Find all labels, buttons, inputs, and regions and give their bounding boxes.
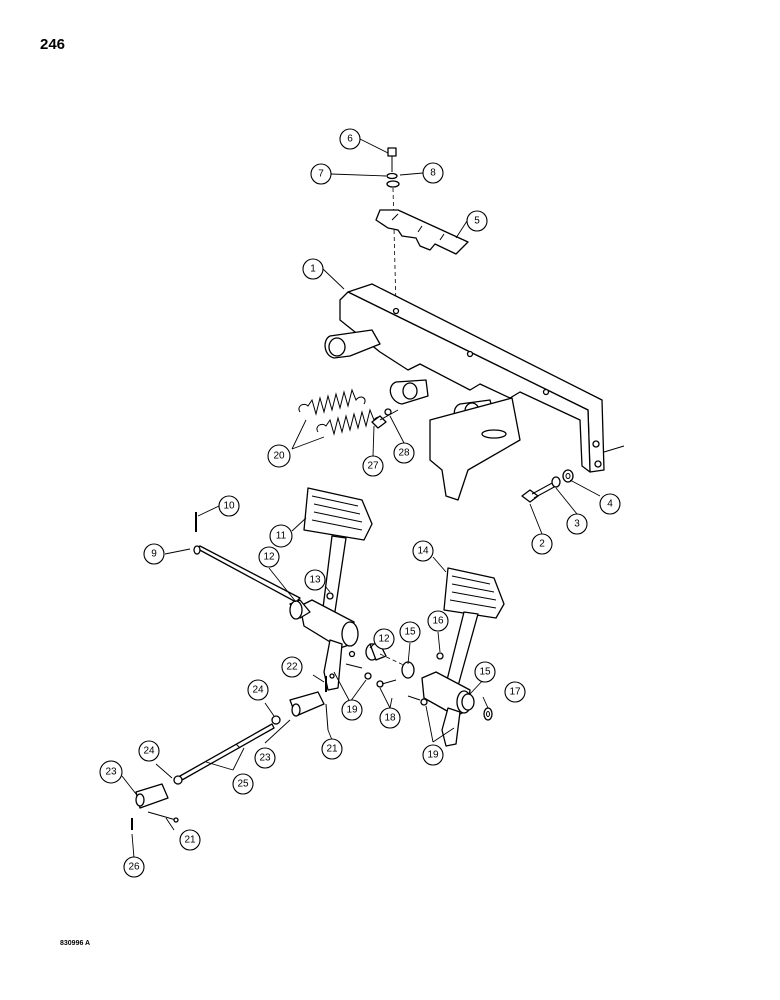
callout-5: 5	[466, 210, 488, 232]
callout-25: 25	[232, 773, 254, 795]
svg-text:24: 24	[143, 746, 155, 757]
svg-text:15: 15	[479, 667, 491, 678]
svg-text:12: 12	[263, 552, 275, 563]
svg-text:5: 5	[474, 216, 480, 227]
callout-8: 8	[422, 162, 444, 184]
svg-text:17: 17	[509, 687, 521, 698]
callout-21-lower: 21	[179, 829, 201, 851]
svg-text:19: 19	[346, 705, 358, 716]
callout-18: 18	[379, 707, 401, 729]
callout-22: 22	[281, 656, 303, 678]
callout-21-upper: 21	[321, 738, 343, 760]
svg-text:16: 16	[432, 616, 444, 627]
svg-text:9: 9	[151, 549, 157, 560]
svg-text:23: 23	[259, 753, 271, 764]
svg-text:7: 7	[318, 169, 324, 180]
callout-15-right: 15	[474, 661, 496, 683]
shaft-9	[193, 545, 301, 603]
svg-text:21: 21	[184, 835, 196, 846]
svg-text:13: 13	[309, 575, 321, 586]
bolt-18	[345, 650, 428, 706]
svg-text:28: 28	[398, 448, 410, 459]
callout-27: 27	[362, 455, 384, 477]
svg-text:8: 8	[430, 168, 436, 179]
callout-23-lower: 23	[99, 760, 123, 784]
pedal-14	[421, 567, 505, 747]
callout-24-upper: 24	[247, 679, 269, 701]
springs-20	[298, 388, 384, 436]
bolt-6	[386, 147, 400, 309]
callout-14: 14	[412, 540, 434, 562]
svg-text:2: 2	[539, 539, 545, 550]
clevis-23-lower	[131, 783, 179, 830]
svg-text:15: 15	[404, 627, 416, 638]
bushing-12-left	[289, 599, 311, 620]
callout-17: 17	[504, 681, 526, 703]
callout-1: 1	[302, 258, 324, 280]
svg-text:10: 10	[223, 501, 235, 512]
drawing-code: 830996 A	[60, 940, 91, 947]
bushing-15-right	[461, 693, 475, 711]
callout-19-right: 19	[422, 744, 444, 766]
plate-5	[375, 209, 469, 255]
callout-7: 7	[310, 163, 332, 185]
clevis-23-upper	[271, 691, 329, 731]
callout-23-upper: 23	[254, 747, 276, 769]
svg-text:26: 26	[128, 862, 140, 873]
svg-text:25: 25	[237, 779, 249, 790]
callout-4: 4	[599, 493, 621, 515]
svg-text:22: 22	[286, 662, 298, 673]
callout-10: 10	[218, 495, 240, 517]
callout-12-lower: 12	[373, 628, 395, 650]
callout-24-lower: 24	[138, 740, 160, 762]
bushing-15-left	[401, 661, 415, 679]
bolt-13	[326, 592, 334, 600]
svg-text:14: 14	[417, 546, 429, 557]
callout-28: 28	[393, 442, 415, 464]
callout-3: 3	[566, 513, 588, 535]
svg-text:12: 12	[378, 634, 390, 645]
callout-19-left: 19	[341, 699, 363, 721]
svg-text:3: 3	[574, 519, 580, 530]
parts-illustration	[131, 147, 625, 830]
svg-text:6: 6	[347, 134, 353, 145]
svg-text:20: 20	[273, 451, 285, 462]
bolt-27	[371, 408, 399, 429]
bracket-1	[324, 283, 625, 501]
callout-26: 26	[123, 856, 145, 878]
svg-text:11: 11	[276, 531, 287, 542]
svg-text:18: 18	[384, 713, 396, 724]
page-number: 246	[40, 36, 66, 53]
washer-17	[483, 707, 493, 721]
svg-text:4: 4	[607, 499, 613, 510]
bolt-16	[436, 652, 444, 660]
callout-20: 20	[267, 444, 291, 468]
svg-text:21: 21	[326, 744, 338, 755]
callout-16: 16	[427, 610, 449, 632]
svg-text:19: 19	[427, 750, 439, 761]
bolt-2	[521, 469, 574, 503]
svg-text:27: 27	[367, 461, 379, 472]
callout-12-upper: 12	[258, 546, 280, 568]
callout-15-left: 15	[399, 621, 421, 643]
nut-24-lower	[173, 775, 183, 785]
callout-13: 13	[304, 569, 326, 591]
callout-6: 6	[339, 128, 361, 150]
svg-text:24: 24	[252, 685, 264, 696]
callout-9: 9	[143, 543, 165, 565]
svg-text:23: 23	[105, 767, 117, 778]
callout-11: 11	[269, 524, 293, 548]
svg-text:1: 1	[310, 264, 316, 275]
leader-lines	[121, 138, 601, 859]
callout-2: 2	[531, 533, 553, 555]
